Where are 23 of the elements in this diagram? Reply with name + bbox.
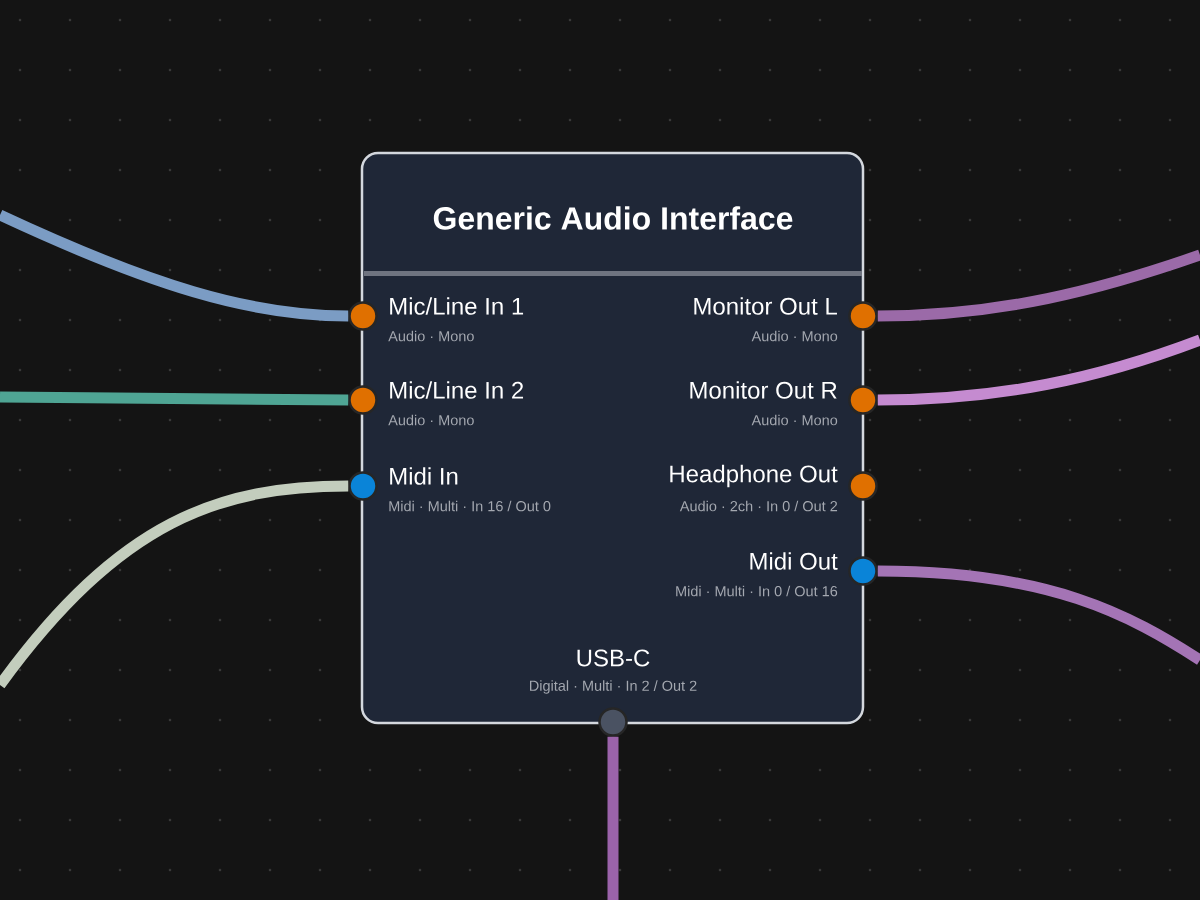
port-name: Midi In (390, 467, 458, 485)
port-name: USB-C (577, 649, 650, 667)
port-details: Audio · 2ch · In 0 / Out 2 (679, 500, 838, 512)
port-details: Audio · Mono (388, 414, 474, 426)
port-name: Headphone Out (670, 464, 838, 488)
port-details: Audio · Mono (751, 330, 838, 342)
cable (877, 249, 1200, 322)
cable (0, 391, 349, 406)
port-details: Midi · Multi · In 16 / Out 0 (389, 500, 551, 512)
port-name: Mic/Line In 1 (390, 297, 524, 315)
cable (607, 736, 619, 900)
cable (877, 565, 1200, 665)
port-name: Monitor Out R (690, 381, 837, 399)
cable (0, 480, 349, 689)
port-details: Audio · Mono (388, 330, 474, 342)
port-details: Midi · Multi · In 0 / Out 16 (676, 585, 838, 597)
port-name: Monitor Out L (694, 297, 837, 315)
cable (0, 210, 349, 322)
port-details: Digital · Multi · In 2 / Out 2 (530, 680, 697, 694)
cable (877, 334, 1200, 406)
port-details: Audio · Mono (751, 414, 838, 426)
port-name: Midi Out (750, 552, 838, 570)
port-name: Mic/Line In 2 (390, 381, 524, 399)
